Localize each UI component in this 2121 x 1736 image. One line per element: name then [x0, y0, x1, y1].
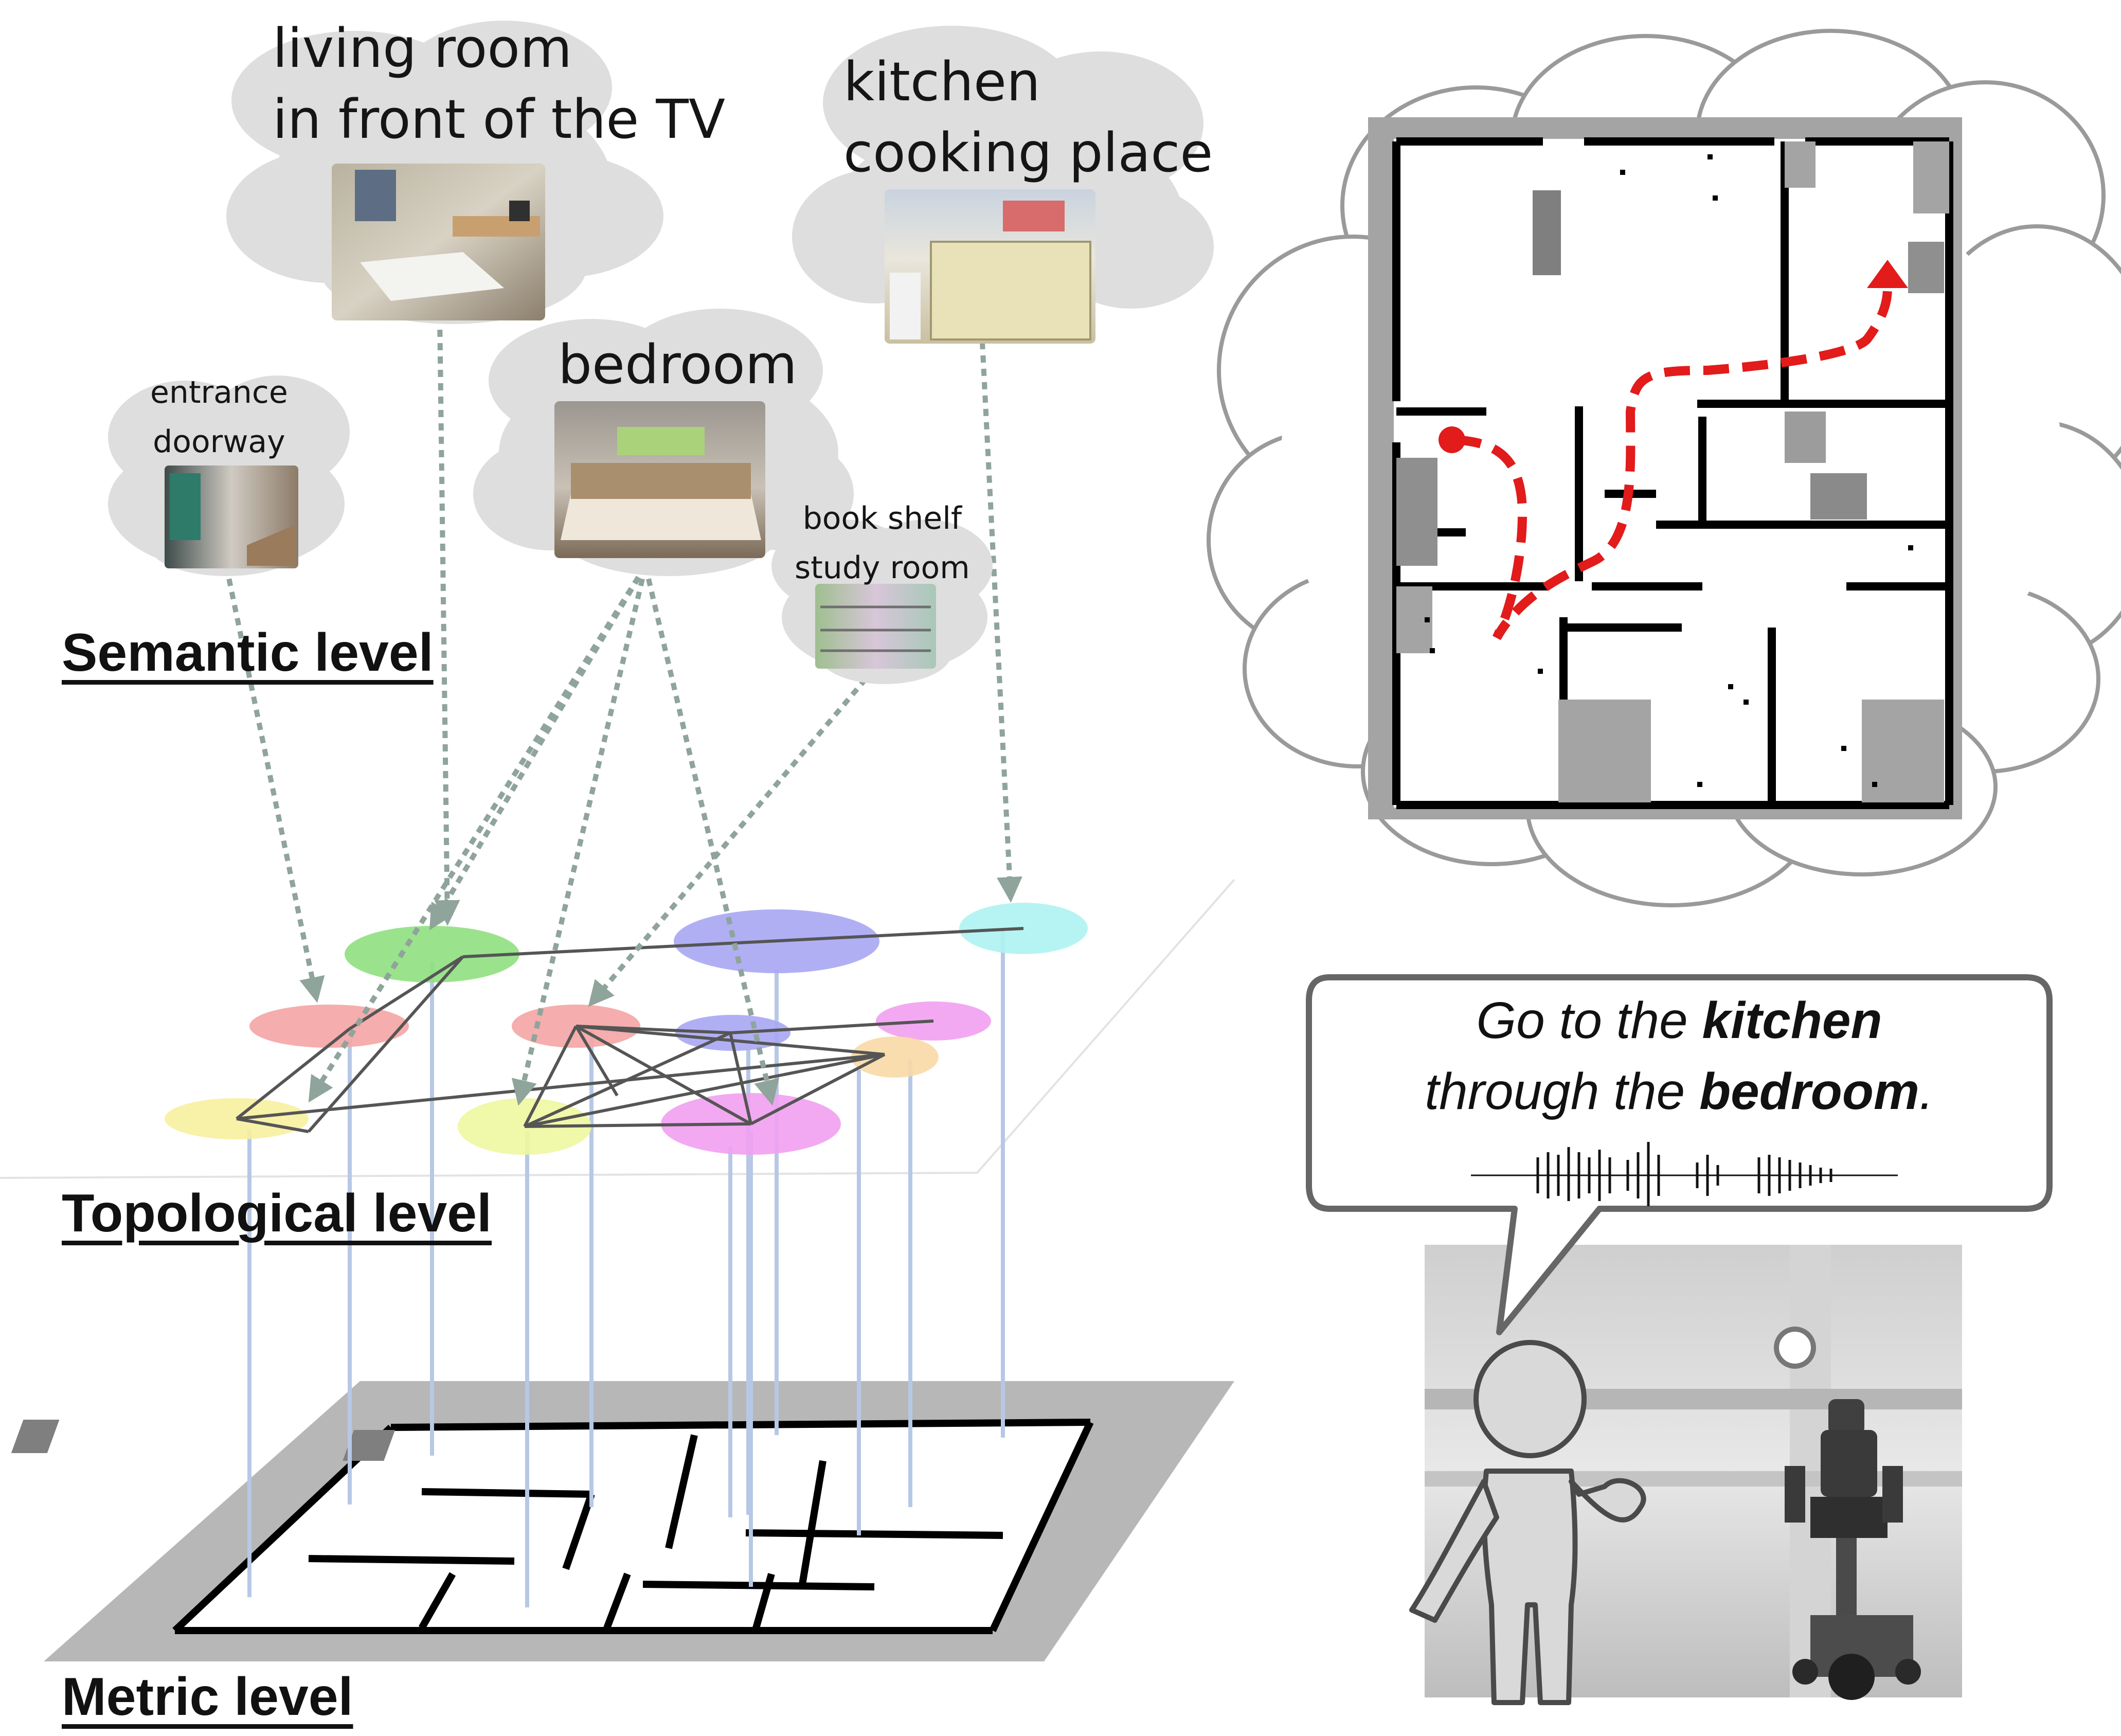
speech-line-2: through the bedroom. — [1425, 1063, 1934, 1120]
speech-line-1: Go to the kitchen — [1476, 992, 1882, 1049]
metric-level-label: Metric level — [62, 1667, 353, 1727]
speech-keyword-bedroom: bedroom — [1699, 1063, 1919, 1120]
node-living-room — [345, 926, 519, 982]
semantic-arrows — [224, 316, 1022, 1106]
label-bedroom: bedroom — [558, 333, 798, 396]
label-kitchen: kitchen cooking place — [843, 50, 1213, 184]
thought-bubble-small — [1774, 1327, 1816, 1369]
label-study: book shelf study room — [795, 500, 970, 586]
top-view-map — [1368, 117, 1962, 819]
photo-entrance — [165, 466, 298, 568]
photo-kitchen — [885, 189, 1095, 344]
label-entrance: entrance doorway — [150, 374, 288, 460]
node-pillars — [247, 928, 1005, 1607]
topological-level-label: Topological level — [62, 1184, 492, 1243]
robot-figure — [1785, 1399, 1921, 1700]
speech-keyword-kitchen: kitchen — [1702, 992, 1882, 1049]
speech-waveform — [1471, 1142, 1898, 1206]
topological-plane — [0, 879, 1235, 1179]
path-goal-arrow — [1867, 260, 1908, 288]
speech-instruction: Go to the kitchen through the bedroom. — [1317, 985, 2042, 1127]
photo-living-room — [332, 164, 545, 320]
person-figure — [1409, 1340, 1646, 1705]
semantic-level-label: Semantic level — [62, 623, 434, 683]
node-entrance — [249, 1005, 409, 1048]
node-orange — [851, 1036, 939, 1078]
path-start — [1439, 426, 1465, 453]
speech-bubble — [1306, 974, 2053, 1335]
photo-bedroom — [554, 401, 765, 558]
planned-path — [1455, 288, 1892, 640]
robot-scene — [1409, 1245, 1962, 1705]
metric-map — [11, 1381, 1234, 1661]
photo-study — [815, 584, 936, 669]
label-living-room: living room in front of the TV — [273, 17, 726, 151]
topological-graph — [165, 903, 1088, 1155]
